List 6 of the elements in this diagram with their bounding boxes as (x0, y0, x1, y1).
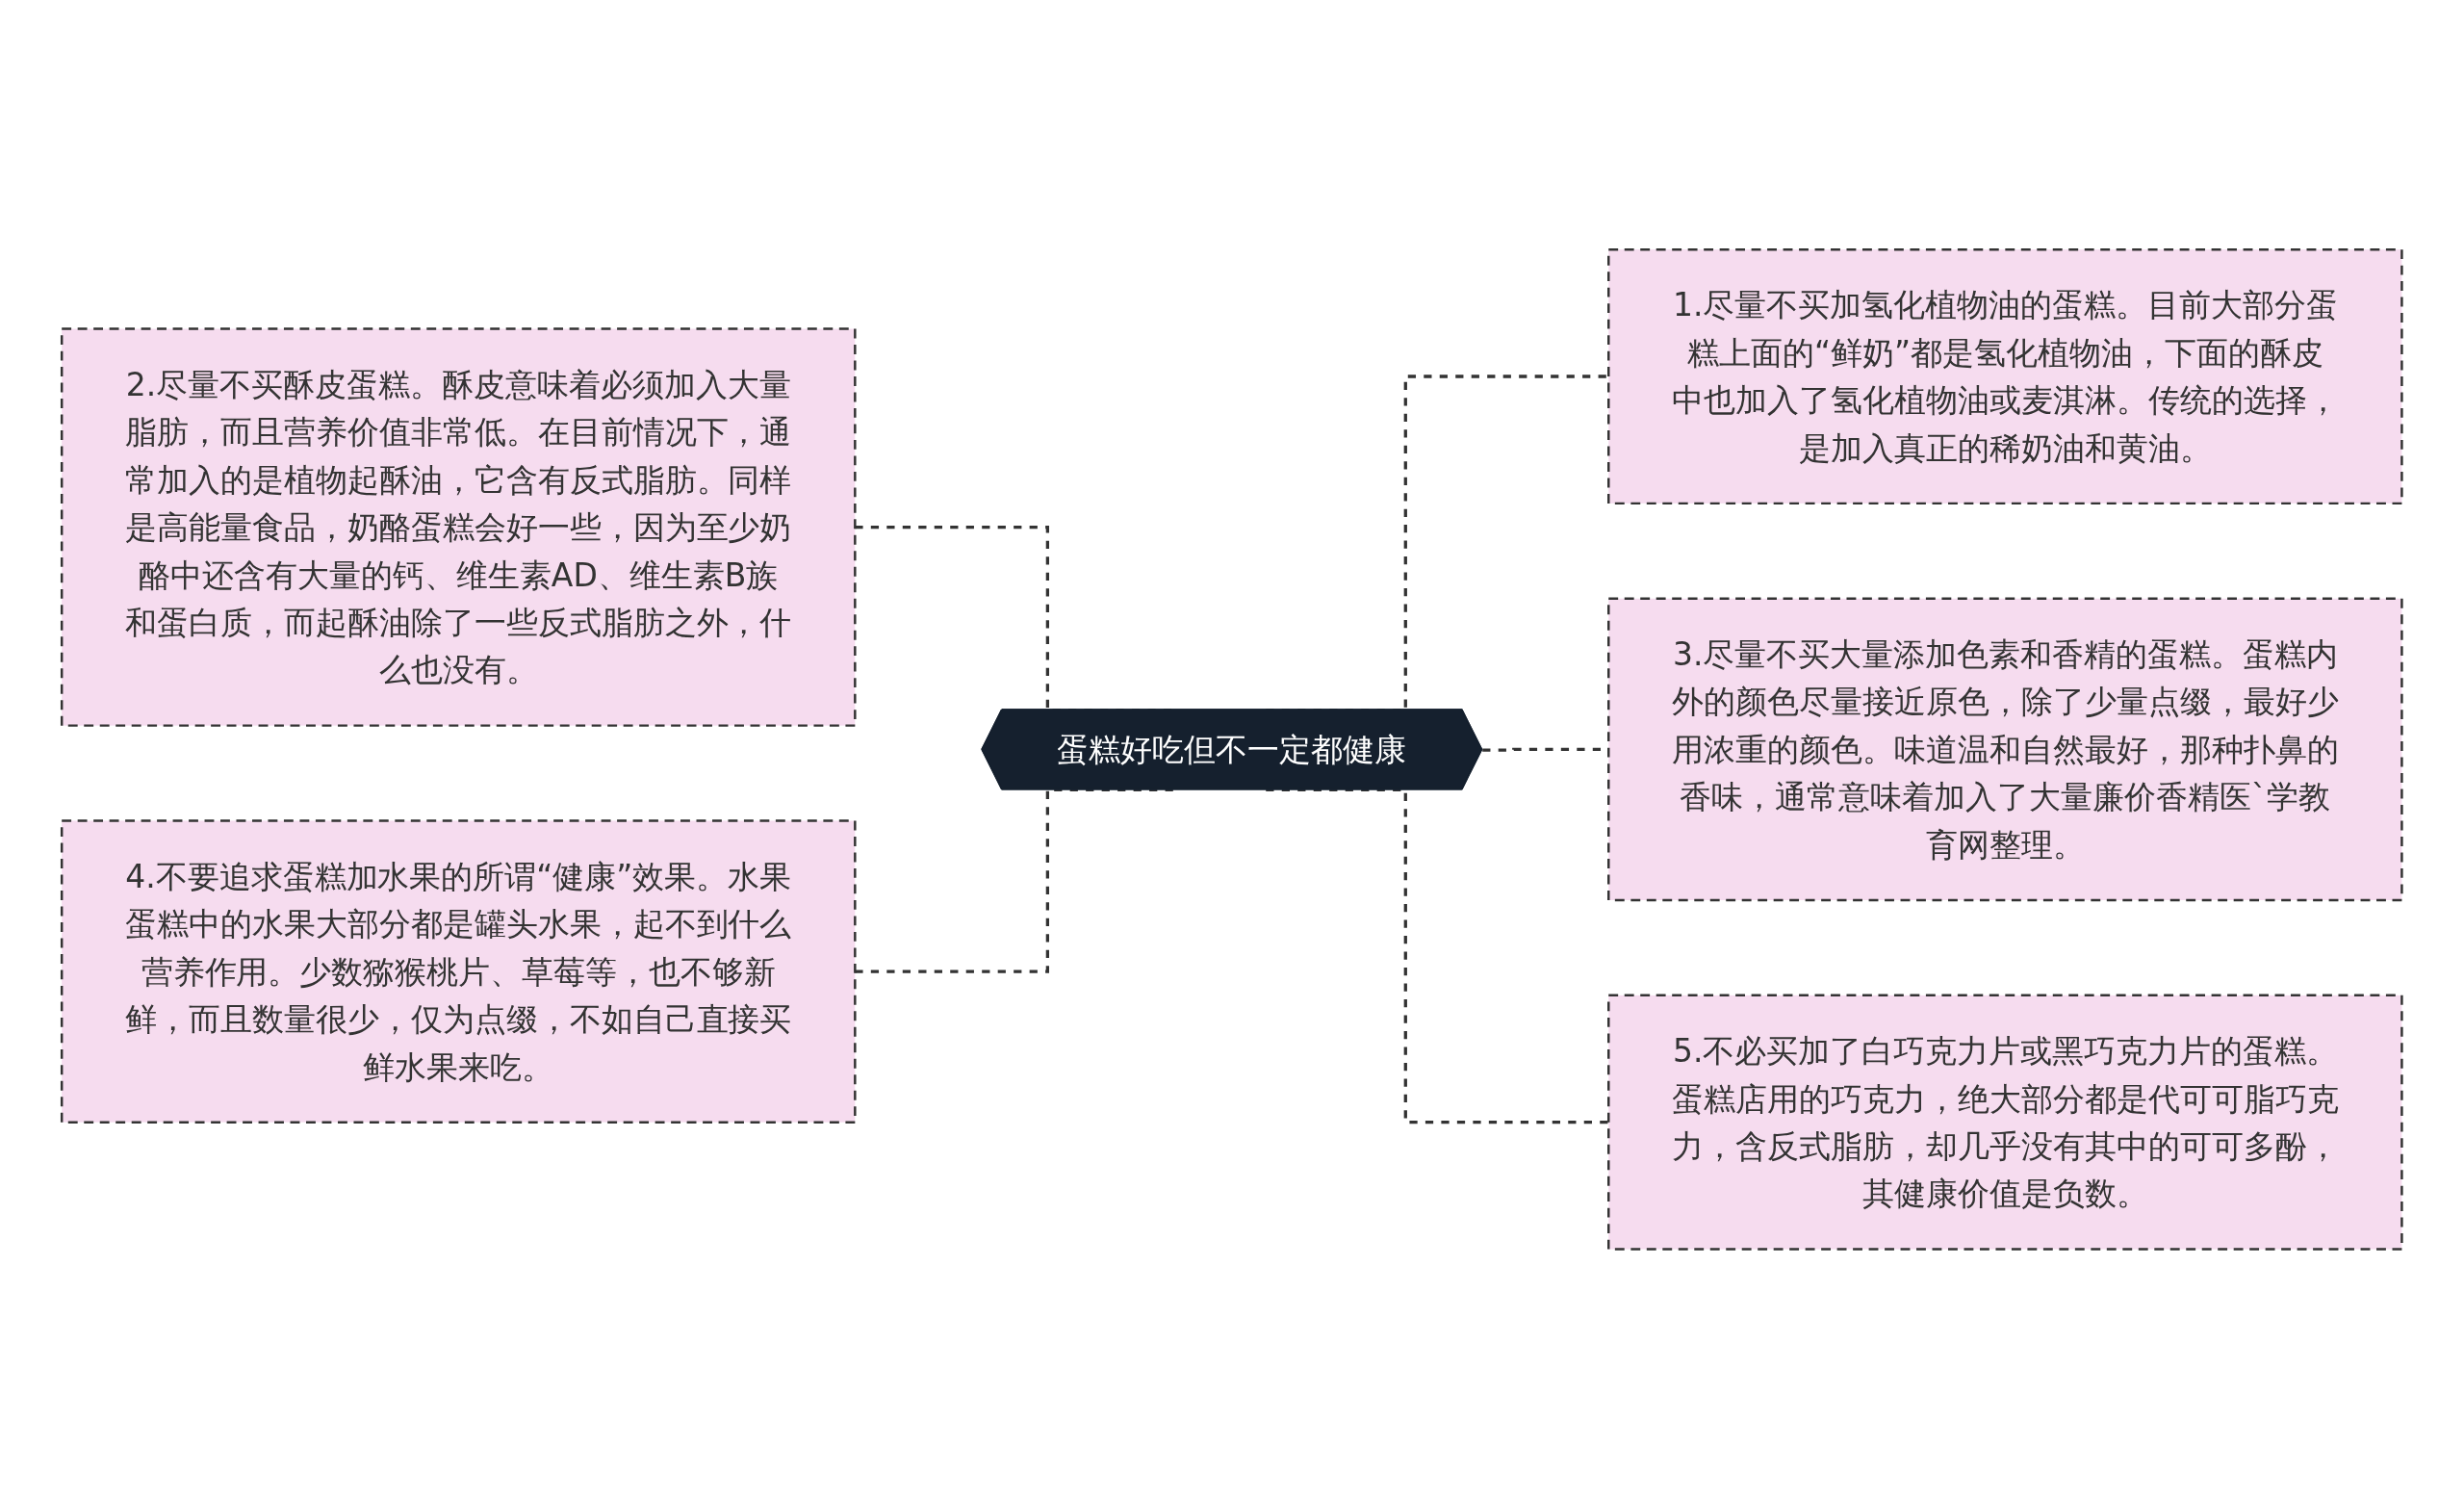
node-box: 2.尽量不买酥皮蛋糕。酥皮意味着必须加入大量脂肪，而且营养价值非常低。在目前情况下，通常加入的是植物起酥油，它含有反式脂肪。同样是高能量食品，奶酪蛋糕会好一些，因为至少奶酪中还含有大量的钙、维生素AD、维生素B族和蛋白质，而起酥油除了一些反式脂肪之外，什么也没有。 (61, 327, 857, 727)
node-box: 1.尽量不买加氢化植物油的蛋糕。目前大部分蛋糕上面的“鲜奶”都是氢化植物油，下面的酥皮中也加入了氢化植物油或麦淇淋。传统的选择，是加入真正的稀奶油和黄油。 (1607, 248, 2403, 505)
connector (1266, 788, 1609, 1124)
node-box: 4.不要追求蛋糕加水果的所谓“健康”效果。水果蛋糕中的水果大部分都是罐头水果，起不到什么营养作用。少数猕猴桃片、草莓等，也不够新鲜，而且数量很少，仅为点缀，不如自己直接买鲜水果来吃。 (61, 819, 857, 1124)
node-box: 3.尽量不买大量添加色素和香精的蛋糕。蛋糕内外的颜色尽量接近原色，除了少量点缀，最好少用浓重的颜色。味道温和自然最好，那种扑鼻的香味，通常意味着加入了大量廉价香精医`学教育网整理。 (1607, 597, 2403, 902)
node-box: 5.不必买加了白巧克力片或黑巧克力片的蛋糕。蛋糕店用的巧克力，绝大部分都是代可可脂巧克力，含反式脂肪，却几乎没有其中的可可多酚，其健康价值是负数。 (1607, 994, 2403, 1251)
